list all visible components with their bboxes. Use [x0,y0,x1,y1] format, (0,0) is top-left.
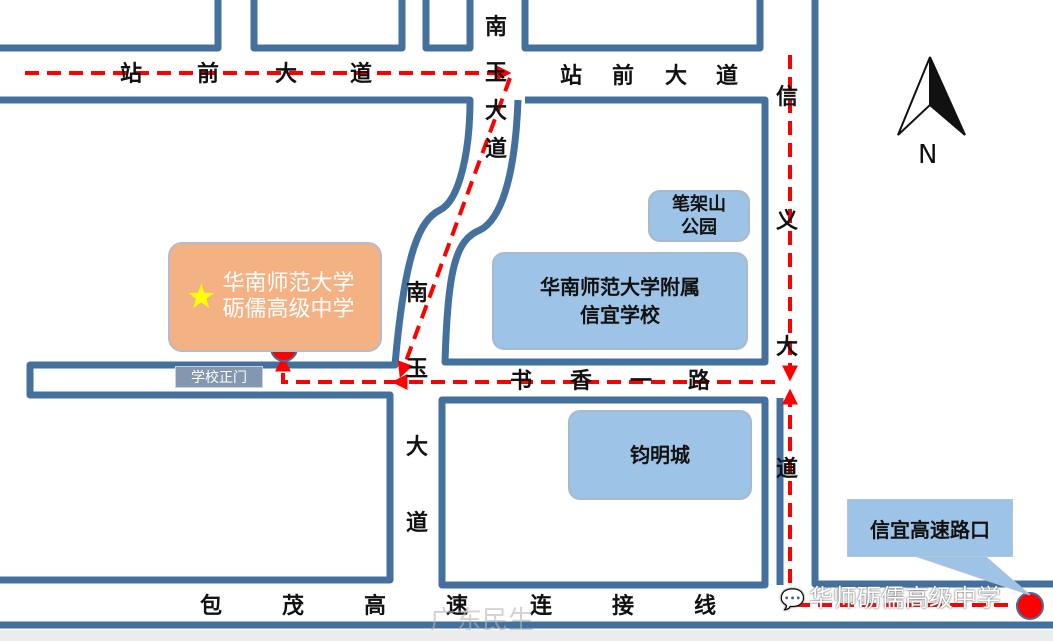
road-label-nanyu-u4: 道 [485,136,508,162]
road-label-nanyu-l4: 道 [406,510,429,536]
road-label-zhanqian-3: 大 [275,61,298,87]
star-icon: ★ [186,277,217,317]
affiliated-school-landmark[interactable]: 华南师范大学附属 信宜学校 [492,252,748,350]
road-label-zhanqian-r3: 大 [665,63,688,89]
road-label-nanyu-l3: 大 [406,434,429,460]
road-label-nanyu-l1: 南 [406,280,429,306]
block-west [0,96,474,584]
road-label-shuxiang-2: 香 [570,368,593,394]
block-top-3 [422,0,474,52]
road-label-zhanqian-4: 道 [350,61,373,87]
road-label-nanyu-u1: 南 [485,14,508,40]
road-label-zhanqian-r2: 前 [612,63,635,89]
block-south [438,396,769,589]
block-top-2 [250,0,406,52]
wechat-watermark: 💬华师砺儒高级中学 [780,578,1001,613]
mall-landmark[interactable]: 钧明城 [568,410,752,500]
compass-arrow-icon [897,56,966,136]
road-label-baomao-4: 速 [446,593,469,619]
road-label-baomao-2: 茂 [282,593,305,619]
park-landmark[interactable]: 笔架山 公园 [648,190,750,242]
road-label-zhanqian-r4: 道 [716,63,739,89]
bottom-bar [0,630,1053,641]
road-label-xinyi-4: 道 [776,456,799,482]
road-label-baomao-6: 接 [612,593,635,619]
road-label-xinyi-1: 信 [776,84,799,110]
road-label-shuxiang-1: 书 [510,368,533,394]
road-label-baomao-1: 包 [200,593,223,619]
road-label-zhanqian-2: 前 [197,61,220,87]
highway-exit-callout: 信宜高速路口 [847,499,1013,557]
school-name: 华南师范大学 砺儒高级中学 [222,270,355,322]
block-top-1 [0,0,222,52]
route-segment-to-gate [275,355,398,384]
block-top-4 [521,0,764,52]
compass-north-label: N [918,140,938,170]
road-label-zhanqian-r1: 站 [560,63,583,89]
road-label-zhanqian-1: 站 [120,61,143,87]
wechat-icon: 💬 [780,587,805,611]
road-label-xinyi-2: 义 [776,208,799,234]
wechat-watermark-text: 华师砺儒高级中学 [808,584,1001,612]
school-landmark[interactable]: ★ 华南师范大学 砺儒高级中学 [168,242,382,352]
block-east [441,96,769,366]
xinyi-road-east-edge [811,0,1053,588]
road-label-xinyi-3: 大 [776,334,799,360]
route-segment-nanyu [397,77,512,379]
road-label-shuxiang-4: 路 [688,368,711,394]
road-label-shuxiang-3: 一 [630,368,653,394]
road-label-baomao-3: 高 [364,593,387,619]
road-label-nanyu-l2: 玉 [406,356,429,382]
road-label-nanyu-u3: 大 [485,98,508,124]
road-label-nanyu-u2: 玉 [485,60,508,86]
highway-exit-dot-icon [1016,592,1044,620]
road-label-baomao-5: 连 [530,593,553,619]
road-label-baomao-7: 线 [694,593,717,619]
school-gate-label: 学校正门 [175,366,263,388]
